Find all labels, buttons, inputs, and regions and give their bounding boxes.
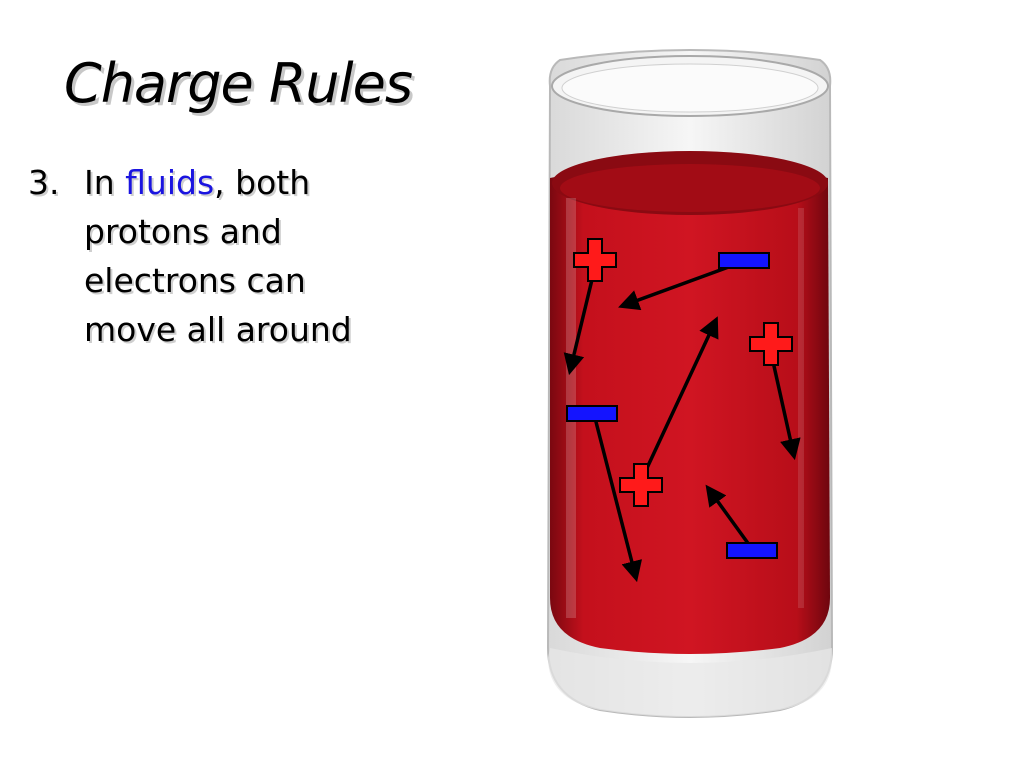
minus-charge-icon <box>567 406 617 421</box>
glass-illustration <box>540 38 840 723</box>
minus-charge-icon <box>719 253 769 268</box>
minus-charge-icon <box>727 543 777 558</box>
bullet-text: In fluids, both protons and electrons ca… <box>84 158 404 354</box>
slide-title: Charge Rules <box>64 52 412 115</box>
highlight-word: fluids <box>125 163 214 202</box>
bullet-text-before: In <box>84 163 125 202</box>
bullet-number: 3. <box>28 158 60 207</box>
